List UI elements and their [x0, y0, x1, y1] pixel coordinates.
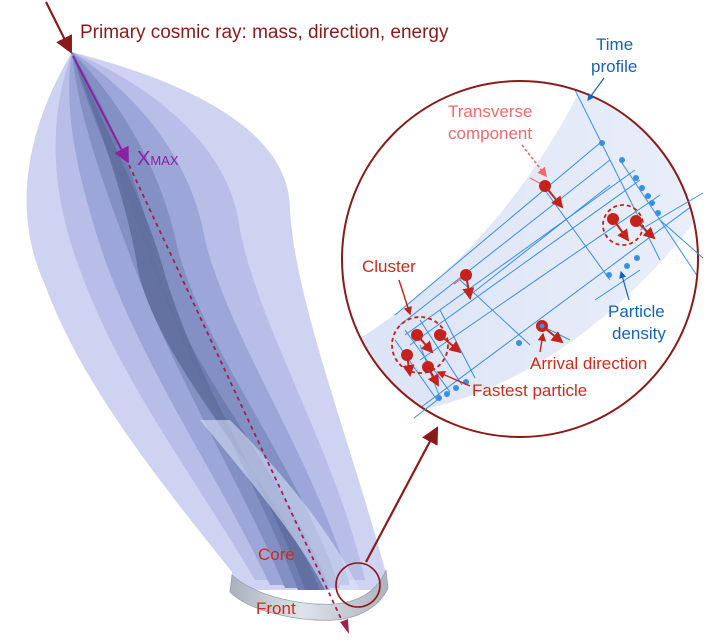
xmax-label: XMAX — [137, 148, 179, 170]
shower-layer-4 — [72, 52, 340, 588]
timing-dots — [436, 140, 661, 401]
transverse-label-line1: Transverse — [448, 102, 532, 121]
xmax-label-sub: MAX — [150, 153, 179, 168]
xmax-label-main: X — [137, 148, 150, 170]
shower-axis-solid — [72, 55, 129, 164]
cluster-ring-left — [391, 316, 449, 374]
shower-cone — [26, 52, 389, 621]
particle-density-label-line2: density — [612, 324, 666, 343]
particle-mid — [453, 269, 475, 300]
time-profile-label-line1: Time — [596, 35, 633, 54]
zoom-circle-border — [341, 80, 699, 438]
cluster-label: Cluster — [362, 257, 416, 276]
front-label: Front — [256, 599, 296, 618]
shower-axis-arrowhead — [340, 619, 349, 634]
particle-transverse — [529, 177, 564, 209]
extension-line-4 — [413, 397, 441, 419]
particle-fastest — [422, 361, 439, 387]
time-profile-label-line2: profile — [591, 57, 637, 76]
core-label: Core — [258, 545, 295, 564]
particle-arrival — [536, 320, 564, 344]
zoom-source-circle — [335, 562, 381, 608]
particles — [401, 177, 656, 387]
particle-density-label-line1: Particle — [608, 302, 665, 321]
shower-inner-glow — [200, 420, 360, 590]
particle-cluster-l2 — [434, 329, 462, 354]
time-profile-leader — [587, 77, 605, 101]
primary-ray-arrow — [45, 1, 72, 54]
zoom-view — [341, 80, 704, 438]
particle-cluster-r2 — [630, 215, 656, 240]
extension-line-3 — [594, 269, 641, 301]
arrival-leader — [537, 332, 546, 353]
primary-label: Primary cosmic ray: mass, direction, ene… — [80, 22, 449, 43]
fastest-leader — [436, 370, 471, 387]
arrival-direction-label: Arrival direction — [530, 354, 647, 373]
particle-density-leader — [619, 270, 630, 301]
particle-cluster-l3 — [401, 349, 415, 377]
zoom-connector-arrow — [365, 426, 439, 563]
cluster-leader — [398, 279, 412, 316]
cluster-ring-right — [602, 204, 644, 246]
transverse-label-line2: component — [448, 124, 532, 143]
particle-cluster-l1 — [411, 329, 434, 354]
particle-cluster-r1 — [607, 213, 630, 242]
shower-front — [229, 569, 389, 621]
extension-line-1 — [639, 192, 704, 231]
fastest-particle-label: Fastest particle — [472, 381, 587, 400]
extension-line-2 — [659, 219, 704, 259]
shower-front-band — [342, 90, 698, 410]
transverse-leader — [521, 144, 547, 178]
